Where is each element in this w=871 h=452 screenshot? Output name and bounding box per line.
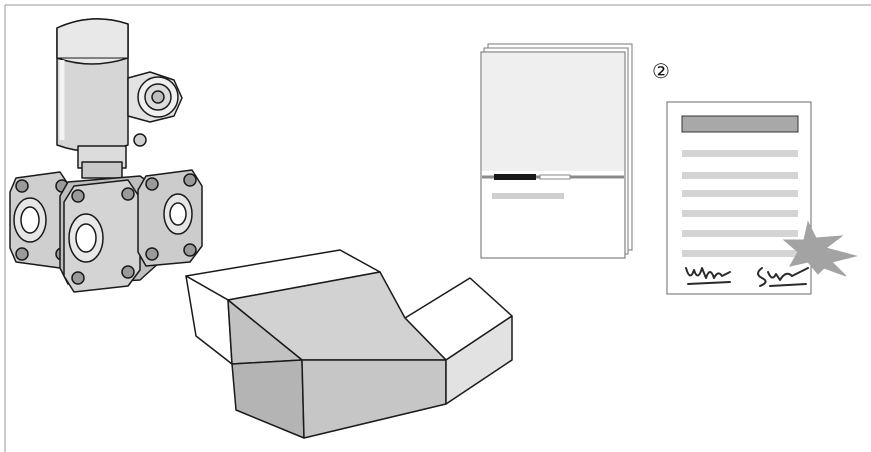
pressure-transmitter: LOW (9, 18, 203, 293)
cable-gland (127, 71, 183, 123)
seal-icon (782, 220, 858, 277)
document-cover-area (482, 53, 624, 171)
transmitter-neck (77, 145, 127, 179)
document-title-bar (494, 174, 536, 180)
front-process-flange (63, 179, 141, 293)
signatures (685, 267, 809, 287)
transmitter-housing (56, 18, 129, 153)
document-text-line (492, 193, 564, 199)
box-front-face (231, 359, 305, 439)
certificate-document (666, 101, 858, 295)
callout-number: ② (652, 59, 670, 83)
right-process-flange (137, 169, 203, 267)
box-front-flap (445, 315, 513, 405)
certificate-title-bar (681, 115, 799, 133)
earth-screw (133, 133, 147, 147)
operating-instructions-document (480, 43, 633, 259)
figure-border (4, 4, 871, 452)
certificate-text-lines (682, 150, 798, 257)
signature-1 (685, 267, 731, 285)
box-right-face (301, 359, 447, 439)
left-process-flange (9, 171, 73, 269)
shipping-box (185, 249, 513, 439)
signature-2 (757, 267, 809, 287)
